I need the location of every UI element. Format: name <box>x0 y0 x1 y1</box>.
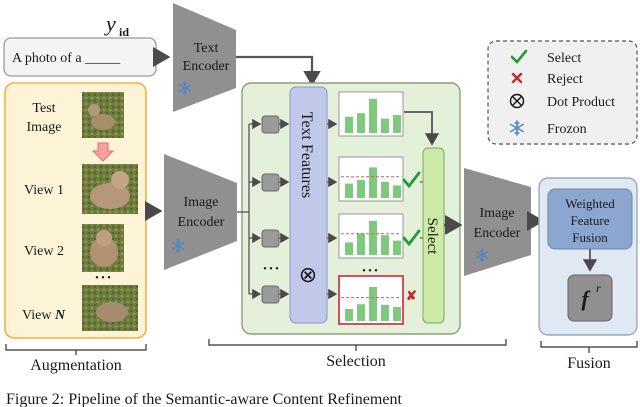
histogram-ellipsis: • • • <box>362 266 378 277</box>
fanout-connectors <box>237 118 262 300</box>
legend-box <box>487 40 638 145</box>
histogram-bar <box>369 167 377 198</box>
weighted-fusion-label-3: Fusion <box>572 230 608 245</box>
check-icon-2 <box>402 229 421 247</box>
image-encoder-right-label-1: Image <box>480 206 515 221</box>
histogram-bar <box>357 113 365 133</box>
histogram-bar <box>369 220 377 255</box>
label-y-id-subscript: id <box>119 25 129 39</box>
histogram-bar <box>357 304 365 321</box>
fusion-caption: Fusion <box>567 355 611 372</box>
fusion-bracket <box>540 341 638 353</box>
histogram-bar <box>345 183 353 198</box>
output-feature-superscript: r <box>596 281 601 295</box>
text-encoder-label-1: Text <box>194 41 219 56</box>
legend-label-select: Select <box>547 51 581 66</box>
prompt-text: A photo of a _____ <box>12 51 121 66</box>
histogram-bar <box>381 235 389 255</box>
histogram-bar <box>357 233 365 255</box>
view-label-test-2: Image <box>27 120 62 135</box>
legend-label-frozon: Frozon <box>547 122 587 137</box>
view-label-1: View 1 <box>24 183 64 198</box>
histogram-bar <box>393 307 401 321</box>
text-encoder-label-2: Encoder <box>183 59 230 74</box>
histogram-bar <box>393 185 401 198</box>
histogram-bar <box>381 181 389 198</box>
image-feature-box-3 <box>261 229 280 248</box>
legend-cross-icon <box>511 72 523 84</box>
weighted-fusion-label-2: Feature <box>571 213 610 228</box>
output-feature-box <box>567 274 613 322</box>
histogram-bar <box>381 118 389 133</box>
select-label: Select <box>424 218 440 255</box>
augmentation-bracket <box>5 344 147 355</box>
output-feature-symbol: f <box>581 286 591 311</box>
check-icon-1 <box>402 171 421 189</box>
text-features-box <box>289 86 328 324</box>
dot-product-symbol: ⊗ <box>299 262 317 287</box>
label-y-id: y <box>104 11 116 36</box>
histogram-bar <box>393 115 401 133</box>
view-label-n: View N <box>22 308 66 323</box>
view-label-test-1: Test <box>32 101 55 116</box>
histogram-bar <box>357 180 365 198</box>
cat-image-view-n <box>82 285 138 331</box>
selection-bracket <box>208 339 507 351</box>
cat-image-test <box>82 92 124 138</box>
legend-label-reject: Reject <box>547 72 583 87</box>
histogram-bar <box>345 116 353 133</box>
histogram-bar <box>369 98 377 133</box>
augmentation-ellipsis: • • • <box>95 273 111 284</box>
text-features-label: Text Features <box>298 112 315 198</box>
augment-arrow <box>91 142 115 162</box>
image-feature-box-1 <box>261 115 280 134</box>
legend-check-icon <box>510 49 528 64</box>
view-label-2: View 2 <box>24 244 64 259</box>
image-encoder-left-label-2: Encoder <box>178 215 225 230</box>
histogram-bar <box>345 309 353 321</box>
histogram-bar <box>369 287 377 321</box>
cat-image-view-1 <box>82 164 138 214</box>
select-box <box>422 147 445 324</box>
cat-image-view-2 <box>82 224 124 272</box>
text-encoder <box>173 3 236 112</box>
histogram-bar <box>393 240 401 255</box>
histogram-bar <box>345 242 353 255</box>
image-feature-box-2 <box>261 173 280 192</box>
image-encoder-left-label-1: Image <box>184 195 219 210</box>
image-encoder-right <box>464 168 531 276</box>
reject-cross-icon: ✘ <box>406 288 417 303</box>
weighted-fusion-label-1: Weighted <box>565 196 615 211</box>
legend-label-dot-product: Dot Product <box>547 95 615 110</box>
augmentation-caption: Augmentation <box>30 357 122 374</box>
image-encoder-right-label-2: Encoder <box>474 226 521 241</box>
image-encoder-left <box>164 154 237 270</box>
legend-dot-product-icon <box>509 93 525 109</box>
histogram-bar <box>381 305 389 321</box>
figure-caption: Figure 2: Pipeline of the Semantic-aware… <box>6 391 402 407</box>
selection-caption: Selection <box>326 353 386 370</box>
feature-ellipsis: • • • <box>263 264 279 275</box>
image-feature-box-n <box>261 285 280 304</box>
